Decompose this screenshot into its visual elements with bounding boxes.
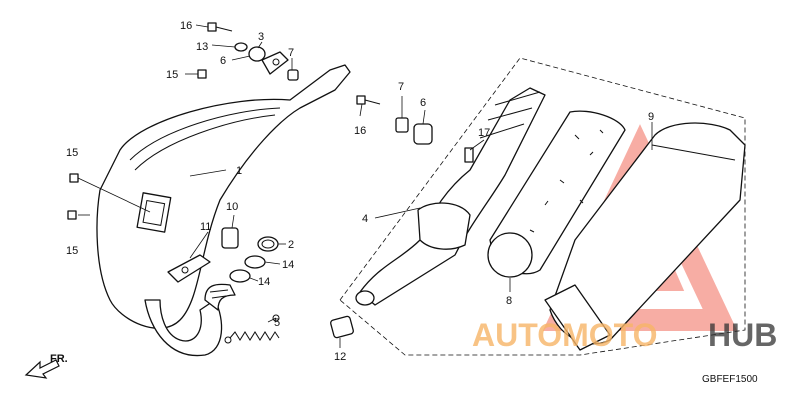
callout-6-left: 6	[220, 55, 226, 67]
watermark-text-left: AUTOMOTO	[472, 317, 657, 353]
callout-labels: 1 2 3 4 5 6 6 7 7 8 9 10 11 12 13 14 14 …	[66, 20, 654, 363]
muffler-packing	[487, 110, 626, 278]
leader-lines	[77, 24, 653, 348]
bolt-left-upper	[69, 173, 79, 183]
mounting-bracket	[167, 254, 211, 283]
direction-label: FR.	[50, 353, 68, 365]
callout-4: 4	[362, 213, 368, 225]
o-ring-lower	[229, 269, 251, 283]
callout-2: 2	[288, 239, 294, 251]
bolt-17	[464, 147, 474, 163]
exhaust-spring	[224, 314, 280, 344]
callout-3: 3	[258, 31, 264, 43]
direction-arrow-icon	[24, 359, 60, 379]
callout-15-left-lower: 15	[66, 245, 78, 257]
diagram-code: GBFEF1500	[702, 374, 758, 385]
spacer	[330, 315, 354, 339]
gasket	[257, 236, 279, 252]
muffler-body	[544, 122, 746, 351]
callout-7-left: 7	[288, 47, 294, 59]
watermark-text-right: HUB	[708, 317, 777, 353]
callout-13: 13	[196, 41, 208, 53]
callout-7-mid: 7	[398, 81, 404, 93]
exhaust-joint-pipe	[204, 283, 236, 311]
callout-14-lower: 14	[258, 276, 270, 288]
callout-16-mid: 16	[354, 125, 366, 137]
bolt-set-upper	[197, 22, 299, 81]
callout-5: 5	[274, 317, 280, 329]
rubber-mid	[413, 123, 433, 145]
callout-16-top: 16	[180, 20, 192, 32]
callout-14-upper: 14	[282, 259, 294, 271]
bolt-left-lower	[67, 210, 77, 220]
muffler-inner-pipe	[355, 87, 546, 306]
callout-15-top: 15	[166, 69, 178, 81]
o-ring-upper	[244, 255, 266, 269]
callout-15-left-upper: 15	[66, 147, 78, 159]
rubber-mount	[221, 227, 239, 249]
assembly-frame	[339, 57, 746, 356]
callout-10: 10	[226, 201, 238, 213]
expansion-chamber	[96, 64, 351, 357]
callout-12: 12	[334, 351, 346, 363]
callout-8: 8	[506, 295, 512, 307]
bolt-mid	[356, 95, 366, 105]
callout-9: 9	[648, 111, 654, 123]
callout-17: 17	[478, 127, 490, 139]
callout-11: 11	[200, 221, 211, 233]
collar-mid	[395, 117, 409, 133]
callout-6-mid: 6	[420, 97, 426, 109]
callout-1: 1	[236, 165, 242, 177]
